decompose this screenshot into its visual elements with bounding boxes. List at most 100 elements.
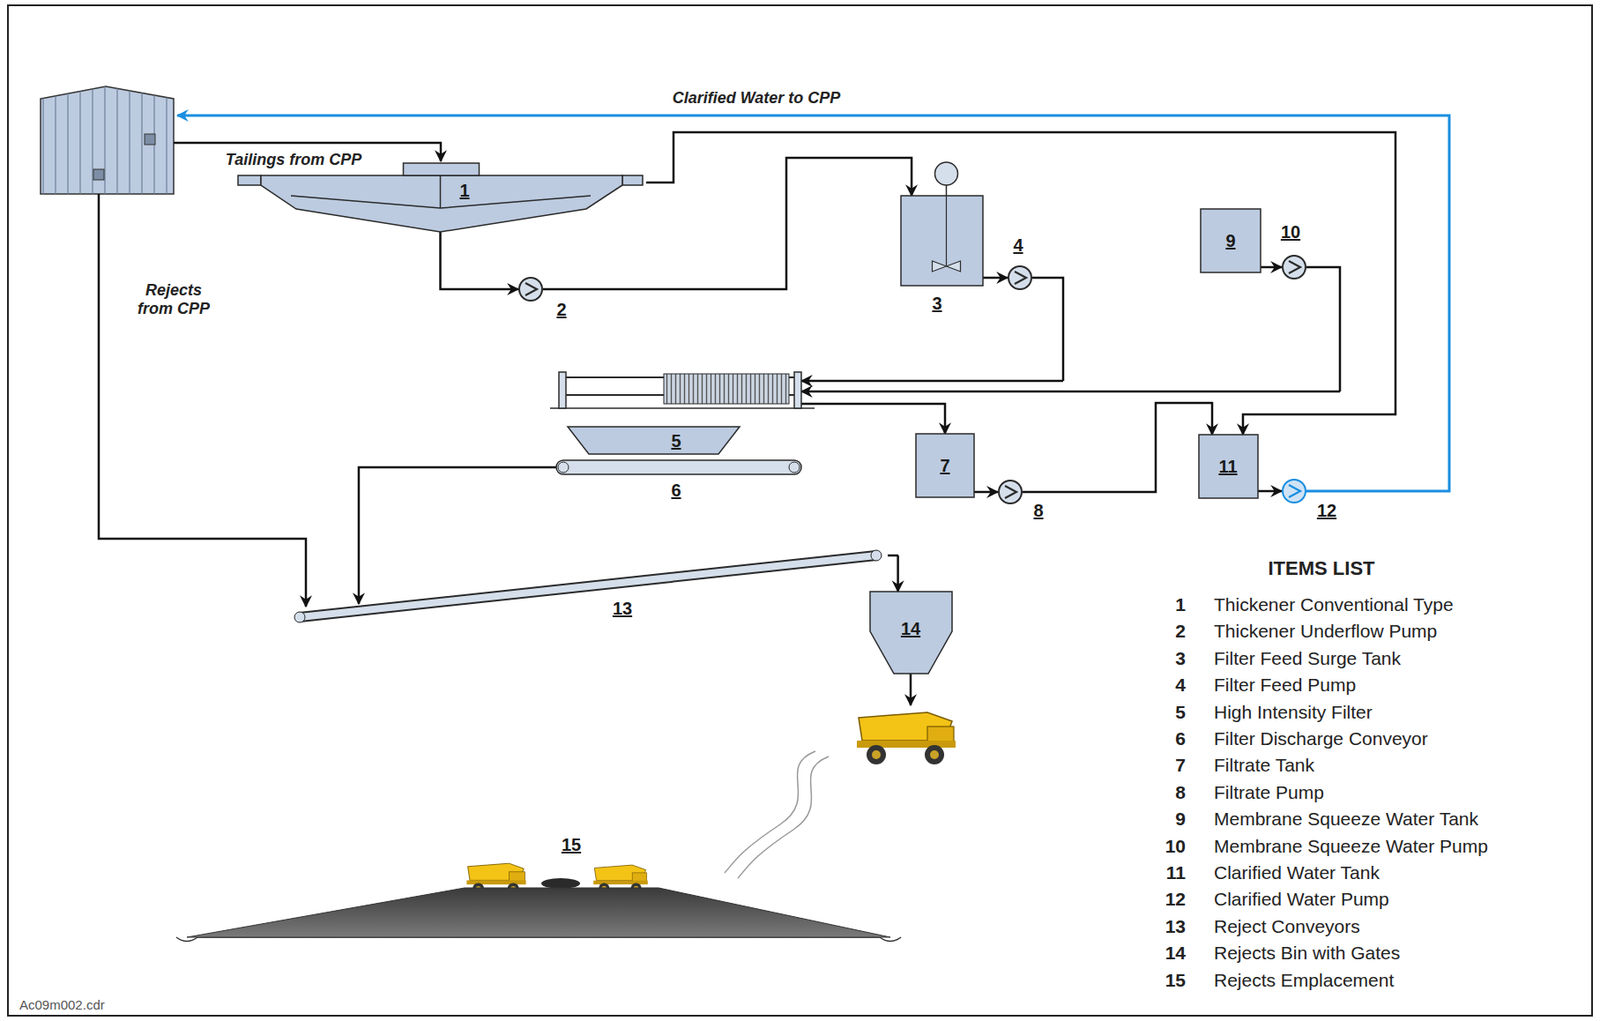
item-description: High Intensity Filter [1213,701,1373,723]
filter-hopper [567,426,740,454]
process-flow-line [358,467,557,604]
item-description: Rejects Bin with Gates [1213,942,1400,964]
pump-arrow [1014,271,1027,284]
feed-well [403,163,480,176]
process-flow-line [801,277,1064,381]
thickener-shape [234,161,647,232]
process-flow-line [801,403,946,434]
process-flow-line [1260,266,1282,269]
item-number: 10 [1165,835,1186,857]
process-flow-line [646,132,1396,435]
pump-shape [518,276,544,302]
pump-arrow [1288,484,1301,498]
thickener-tank [260,175,623,232]
flow-label: Tailings from CPP [225,150,362,170]
pump-arrow [525,282,537,296]
item-description: Thickener Conventional Type [1213,594,1454,616]
flow-label: Rejects from CPP [127,281,220,318]
pump-arrow [1004,485,1017,499]
callout-number: 1 [459,180,469,201]
press-head [558,372,566,409]
item-description: Filter Feed Surge Tank [1213,647,1401,670]
callout-number: 13 [612,598,633,618]
haul-road [737,756,829,879]
item-number: 5 [1175,701,1186,723]
press-base [550,407,815,410]
pump-arrow [1288,260,1301,274]
callout-number: 14 [900,618,921,639]
item-description: Filter Discharge Conveyor [1213,728,1429,750]
callout-number: 12 [1317,500,1337,521]
conveyor-pulley [294,611,306,623]
callout-number: 5 [670,431,681,451]
callout-number: 7 [939,455,950,476]
emplacement: 15 [186,887,891,938]
item-number: 7 [1175,754,1186,776]
pump-symbol [519,277,543,301]
file-name: Ac09m002.cdr [19,997,105,1013]
building-siding [40,86,174,194]
item-description: Filtrate Tank [1213,754,1315,776]
item-number: 4 [1175,674,1186,696]
process-flow-line [974,491,998,494]
list-heading: ITEMS LIST [1268,557,1376,580]
haul-truck [856,712,956,765]
process-flow-line [801,267,1340,392]
haul-road [724,751,816,873]
filter-press: 5 [558,368,802,454]
rejects-line [98,193,306,607]
conveyor-belt [299,555,877,618]
tank-symbol [900,195,983,286]
process-flow-line [1257,490,1282,493]
pump-shape [1281,478,1307,504]
callout-number: 15 [561,834,581,855]
process-flow-line [1022,402,1213,492]
item-description: Membrane Squeeze Water Tank [1213,808,1479,830]
tank-symbol [1200,208,1261,273]
item-number: 2 [1175,620,1186,642]
item-description: Rejects Emplacement [1213,969,1394,991]
flow-label: Clarified Water to CPP [672,89,841,108]
thickener: 1 [234,161,647,232]
conveyor-pulley [788,461,800,473]
thickener-flange [622,175,643,186]
callout-number: 10 [1280,222,1301,242]
surge-tank: 3 [900,195,983,286]
callout-number: 11 [1218,456,1237,477]
pump-symbol [1282,255,1306,279]
item-description: Clarified Water Tank [1213,862,1380,884]
rejects-heap [186,887,891,938]
process-flow-line [440,231,520,290]
conveyor-belt [556,460,802,475]
item-description: Thickener Underflow Pump [1213,620,1437,642]
tank: 7 [915,433,975,498]
building-window [144,133,156,145]
pump: 4 [1007,265,1033,291]
item-description: Reject Conveyors [1213,915,1361,938]
conveyor-pulley [870,550,882,561]
item-number: 9 [1175,808,1186,830]
pump-symbol [1282,479,1306,503]
pump: 10 [1281,254,1307,280]
item-description: Clarified Water Pump [1213,888,1390,910]
callout-number: 3 [931,293,942,313]
item-description: Membrane Squeeze Water Pump [1213,835,1489,857]
frame [7,5,1593,1016]
pump: 2 [518,276,544,302]
item-number: 14 [1165,942,1186,964]
pump-shape [997,479,1023,505]
pump-shape [1281,254,1307,280]
process-flow-line [887,555,899,592]
tank: 9 [1200,208,1261,273]
conveyor: 13 [288,548,888,626]
tank-symbol [1198,434,1258,499]
tank-symbol [915,433,975,498]
surge-tank-shape [900,195,983,286]
conveyor-belt [299,555,877,618]
callout-number: 9 [1225,230,1236,251]
emplacement-shape [186,887,891,938]
item-number: 3 [1175,647,1186,670]
item-description: Filtrate Pump [1213,781,1325,804]
tank: 11 [1198,434,1258,499]
thickener-flange [238,175,261,186]
